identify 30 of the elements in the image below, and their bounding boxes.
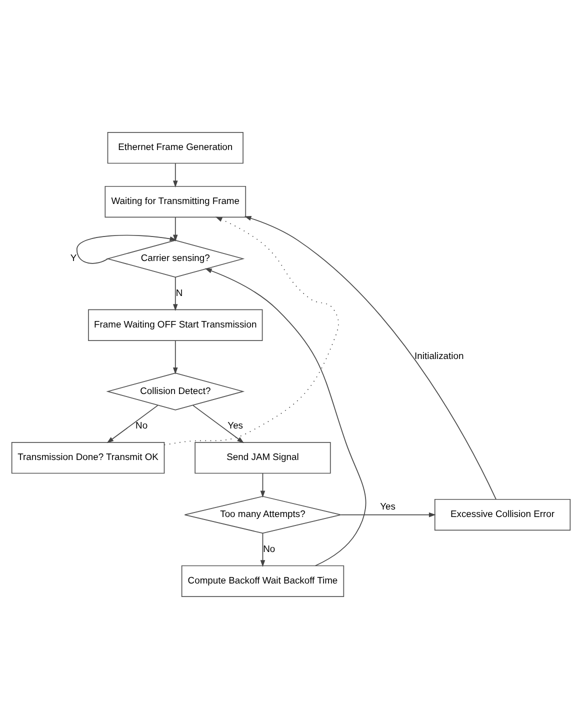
node-box: Compute Backoff Wait Backoff Time — [181, 564, 344, 596]
arrow — [164, 216, 339, 445]
edge-label: Yes — [228, 419, 244, 430]
arrow — [173, 216, 178, 242]
edge-label: Y — [70, 252, 77, 263]
arrow — [173, 162, 178, 188]
edge-label: No — [136, 419, 148, 430]
node-diamond: Collision Detect? — [106, 372, 245, 410]
arrow — [192, 404, 244, 443]
arrow — [244, 216, 496, 500]
arrow — [173, 276, 178, 310]
node-diamond: Too many Attempts? — [184, 495, 342, 534]
edge-label: N — [176, 286, 183, 298]
node-box: Transmission Done? Transmit OK — [11, 442, 165, 474]
arrow — [204, 268, 366, 566]
arrow — [340, 512, 436, 517]
arrow — [173, 340, 178, 374]
node-box: Waiting for Transmitting Frame — [104, 185, 246, 218]
node-box: Send JAM Signal — [194, 442, 331, 474]
arrow — [260, 472, 266, 498]
edge-label: Yes — [380, 500, 396, 511]
arrow — [260, 532, 266, 566]
arrow — [76, 234, 177, 264]
node-diamond: Carrier sensing? — [106, 239, 245, 278]
node-box: Ethernet Frame Generation — [107, 132, 244, 164]
node-box: Excessive Collision Error — [434, 498, 571, 530]
arrow — [106, 404, 158, 443]
node-box: Frame Waiting OFF Start Transmission — [88, 308, 263, 340]
edge-label: No — [263, 542, 276, 554]
edge-label: Initialization — [414, 350, 464, 361]
